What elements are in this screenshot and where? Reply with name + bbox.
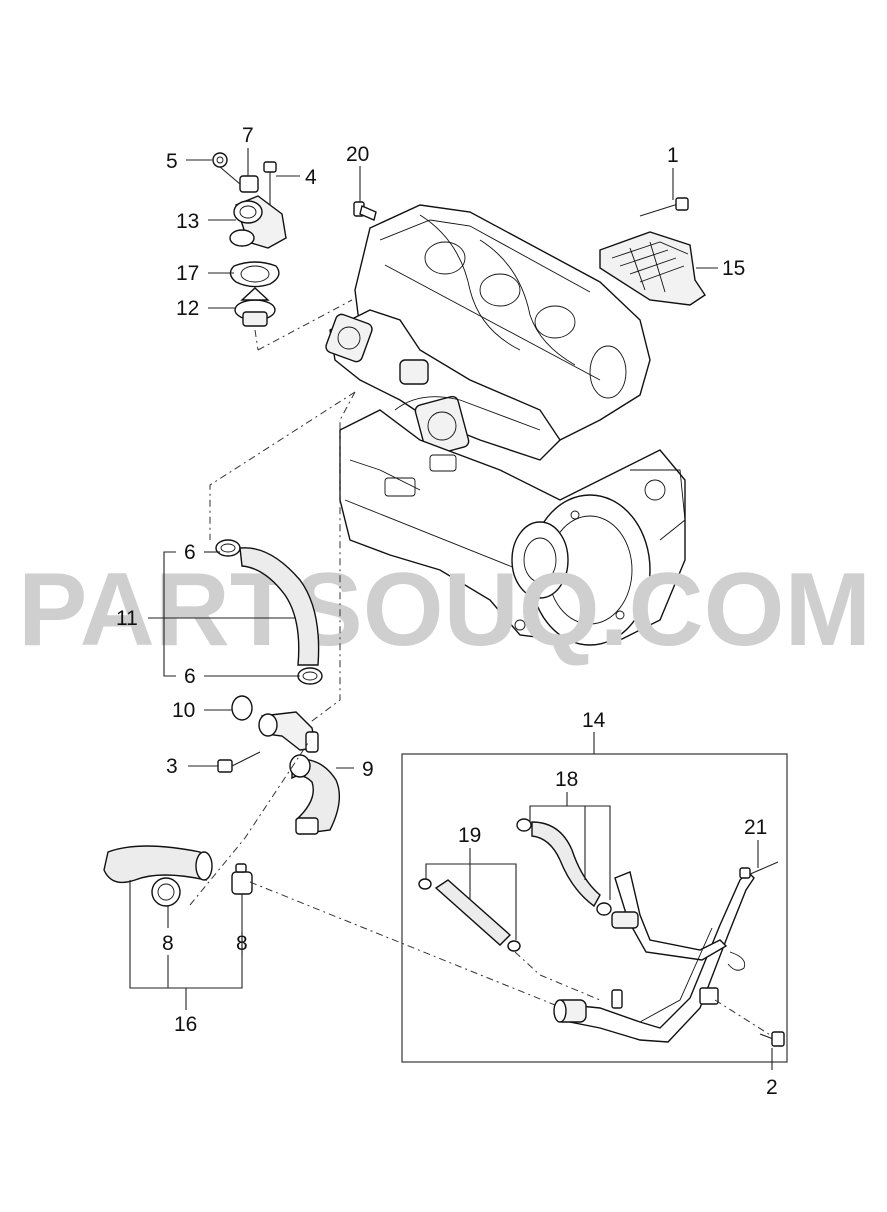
callout-labels: 1 2 3 4 5 6 6 7 8 8 9 10 11 12 13 14 15 … [116,124,778,1099]
part-9-coolant-hose [289,754,341,835]
part-8-hose-clamp-right [231,863,253,895]
part-16-bypass-hose [103,845,213,884]
part-6-hose-clamp-lower [297,667,323,685]
callout-9: 9 [362,758,374,781]
watermark: PARTSOUQ.COM [18,552,871,668]
part-6-hose-clamp-upper [215,539,241,557]
callout-5: 5 [166,150,178,173]
callout-18: 18 [555,768,578,791]
callout-10: 10 [172,699,195,722]
leader-lines [129,148,773,1070]
callout-3: 3 [166,755,178,778]
callout-14: 14 [582,709,606,732]
part-17-gasket [229,261,280,288]
coolant-pipe-assembly [553,871,755,1043]
callout-6-lower: 6 [184,665,196,688]
part-3-bolt [217,751,261,773]
callout-12: 12 [176,297,199,320]
callout-7: 7 [242,124,254,147]
callout-17: 17 [176,262,199,285]
part-4-bolt [263,161,277,210]
engine-block [325,204,686,646]
part-10-o-ring [231,695,253,721]
callout-1: 1 [667,144,679,167]
callout-21: 21 [744,816,767,839]
part-18-hose-with-clamps [516,818,612,916]
part-8-hose-clamp-left [151,877,181,907]
part-21-dipstick-tube-bolt [739,861,779,879]
part-13-thermostat-housing [229,195,287,249]
callout-20: 20 [346,143,369,166]
part-7-cap [239,175,259,193]
callout-2: 2 [766,1076,778,1099]
callout-16: 16 [174,1013,197,1036]
part-2-bolt [759,1031,785,1047]
callout-13: 13 [176,210,199,233]
part-20-temperature-sensor [353,201,377,221]
callout-19: 19 [458,824,481,847]
callout-6-upper: 6 [184,541,196,564]
callout-8-left: 8 [162,932,174,955]
callout-15: 15 [722,257,745,280]
part-5-nut [212,152,228,168]
part-12-thermostat [234,287,276,327]
part-1-bolt [639,197,689,217]
callout-11: 11 [116,607,138,630]
callout-8-right: 8 [236,932,248,955]
part-19-hose-with-clamps [418,878,521,952]
part-11-coolant-hose [239,547,320,666]
water-inlet-fitting [258,711,319,753]
part-15-heat-shield [599,231,706,306]
callout-4: 4 [305,166,317,189]
